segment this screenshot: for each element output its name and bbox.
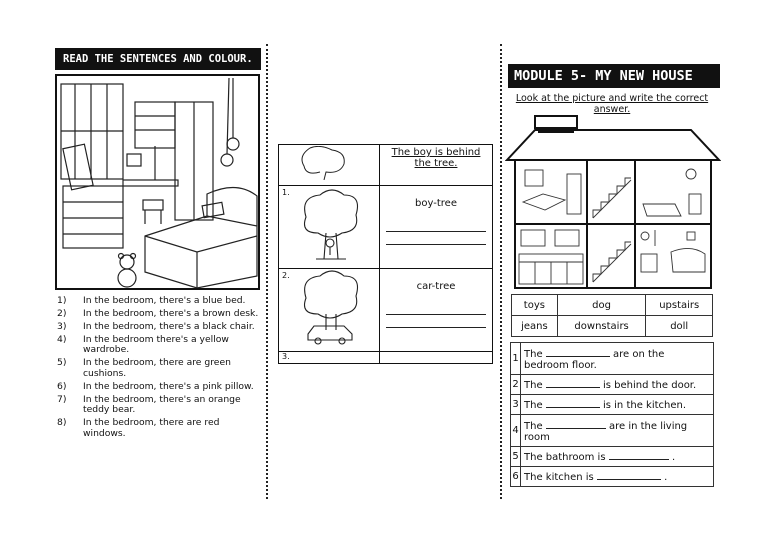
sentence-item: 4) In the bedroom there's a yellow wardro…: [57, 333, 262, 356]
bedroom-picture: [55, 74, 260, 290]
fold-line-right: [500, 44, 502, 499]
question-after: .: [671, 452, 676, 463]
item3-prompt: [379, 351, 493, 364]
sentence-item: 3) In the bedroom, there's a black chair.: [57, 320, 262, 333]
sentence-text: In the bedroom there's a yellow wardrobe…: [83, 333, 229, 356]
question-before: The: [524, 400, 543, 411]
instruction: Look at the picture and write the correc…: [515, 93, 709, 115]
item1-prompt: boy-tree: [415, 198, 457, 209]
sentence-item: 6) In the bedroom, there's a pink pillow.: [57, 380, 262, 393]
item1-picture-cell: 1.: [278, 185, 380, 269]
item2-prompt: car-tree: [416, 281, 456, 292]
word-bank-word: upstairs: [645, 294, 713, 316]
fold-line-left: [266, 44, 268, 499]
sentence-text: In the bedroom, there are green cushions…: [83, 357, 231, 379]
sentence-item: 2) In the bedroom, there's a brown desk.: [57, 307, 262, 320]
sentence-item: 8) In the bedroom, there are red windows.: [57, 417, 262, 439]
module-title: MODULE 5- MY NEW HOUSE: [508, 64, 720, 88]
item3-picture-cell: 3.: [278, 351, 380, 364]
answer-blank[interactable]: [545, 398, 600, 408]
question-text: The kitchen is .: [520, 466, 714, 487]
sentence-number: 8): [57, 417, 67, 429]
answer-line[interactable]: [386, 231, 486, 232]
sentence-item: 1) In the bedroom, there's a blue bed.: [57, 295, 262, 307]
word-bank-word: jeans: [511, 315, 558, 337]
question-before: The kitchen is: [524, 472, 594, 483]
answer-line[interactable]: [386, 244, 486, 245]
question-text: The are on the bedroom floor.: [520, 342, 714, 375]
sentence-item: 5) In the bedroom, there are green cushio…: [57, 357, 262, 379]
word-bank-word: dog: [556, 294, 647, 316]
prepositions-table: The boy is behind the tree. 1. boy-tree …: [278, 144, 493, 364]
word-bank-word: downstairs: [556, 315, 647, 337]
item2-picture-cell: 2.: [278, 268, 380, 352]
question-before: The: [524, 420, 543, 432]
question-before: The: [524, 348, 543, 360]
example-sentence: The boy is behind the tree.: [391, 147, 481, 169]
question-text: The are in the living room: [520, 414, 714, 447]
sentence-text: In the bedroom, there's a blue bed.: [83, 295, 246, 306]
answer-line[interactable]: [386, 314, 486, 315]
question-text: The is behind the door.: [520, 374, 714, 395]
question-number: 6: [510, 466, 521, 487]
answer-blank[interactable]: [608, 450, 669, 460]
item-number: 3.: [282, 352, 290, 361]
question-number: 5: [510, 446, 521, 467]
sentence-number: 1): [57, 295, 67, 306]
question-after: are on the bedroom floor.: [524, 348, 665, 371]
answer-line[interactable]: [386, 327, 486, 328]
car-tree-picture: [303, 270, 359, 345]
sentence-number: 7): [57, 393, 67, 405]
answer-blank[interactable]: [545, 419, 606, 429]
question-after: are in the living room: [524, 420, 688, 443]
question-text: The is in the kitchen.: [520, 394, 714, 415]
sentence-text: In the bedroom, there's an orange teddy …: [83, 393, 241, 416]
answer-blank[interactable]: [545, 378, 600, 388]
left-title: READ THE SENTENCES AND COLOUR.: [55, 48, 261, 70]
sentence-text: In the bedroom, there's a pink pillow.: [83, 380, 254, 392]
word-bank-word: doll: [645, 315, 713, 337]
question-after: .: [664, 472, 668, 483]
answer-blank[interactable]: [545, 347, 610, 357]
answer-blank[interactable]: [596, 470, 661, 480]
item-number: 2.: [282, 271, 290, 280]
question-text: The bathroom is .: [520, 446, 714, 467]
tree-icon: [301, 145, 345, 181]
word-bank-word: toys: [511, 294, 558, 316]
question-after: is behind the door.: [602, 380, 697, 391]
boy-tree-picture: [303, 189, 359, 260]
example-picture-cell: [278, 144, 380, 186]
sentence-text: In the bedroom, there's a black chair.: [83, 320, 255, 332]
sentence-number: 2): [57, 307, 67, 319]
sentence-number: 6): [57, 380, 67, 392]
question-number: 4: [510, 414, 521, 447]
item-number: 1.: [282, 188, 290, 197]
question-after: is in the kitchen.: [602, 400, 687, 411]
question-number: 2: [510, 374, 521, 395]
sentence-item: 7) In the bedroom, there's an orange tedd…: [57, 393, 262, 416]
question-number: 1: [510, 342, 521, 375]
sentence-number: 4): [57, 333, 67, 345]
colour-sentences-list: 1) In the bedroom, there's a blue bed. 2) I…: [57, 295, 262, 442]
sentence-text: In the bedroom, there are red windows.: [83, 417, 220, 439]
question-before: The: [524, 380, 543, 391]
sentence-number: 5): [57, 357, 67, 369]
house-picture: [505, 115, 721, 289]
question-number: 3: [510, 394, 521, 415]
question-before: The bathroom is: [524, 452, 606, 463]
sentence-number: 3): [57, 320, 67, 332]
sentence-text: In the bedroom, there's a brown desk.: [83, 307, 259, 319]
